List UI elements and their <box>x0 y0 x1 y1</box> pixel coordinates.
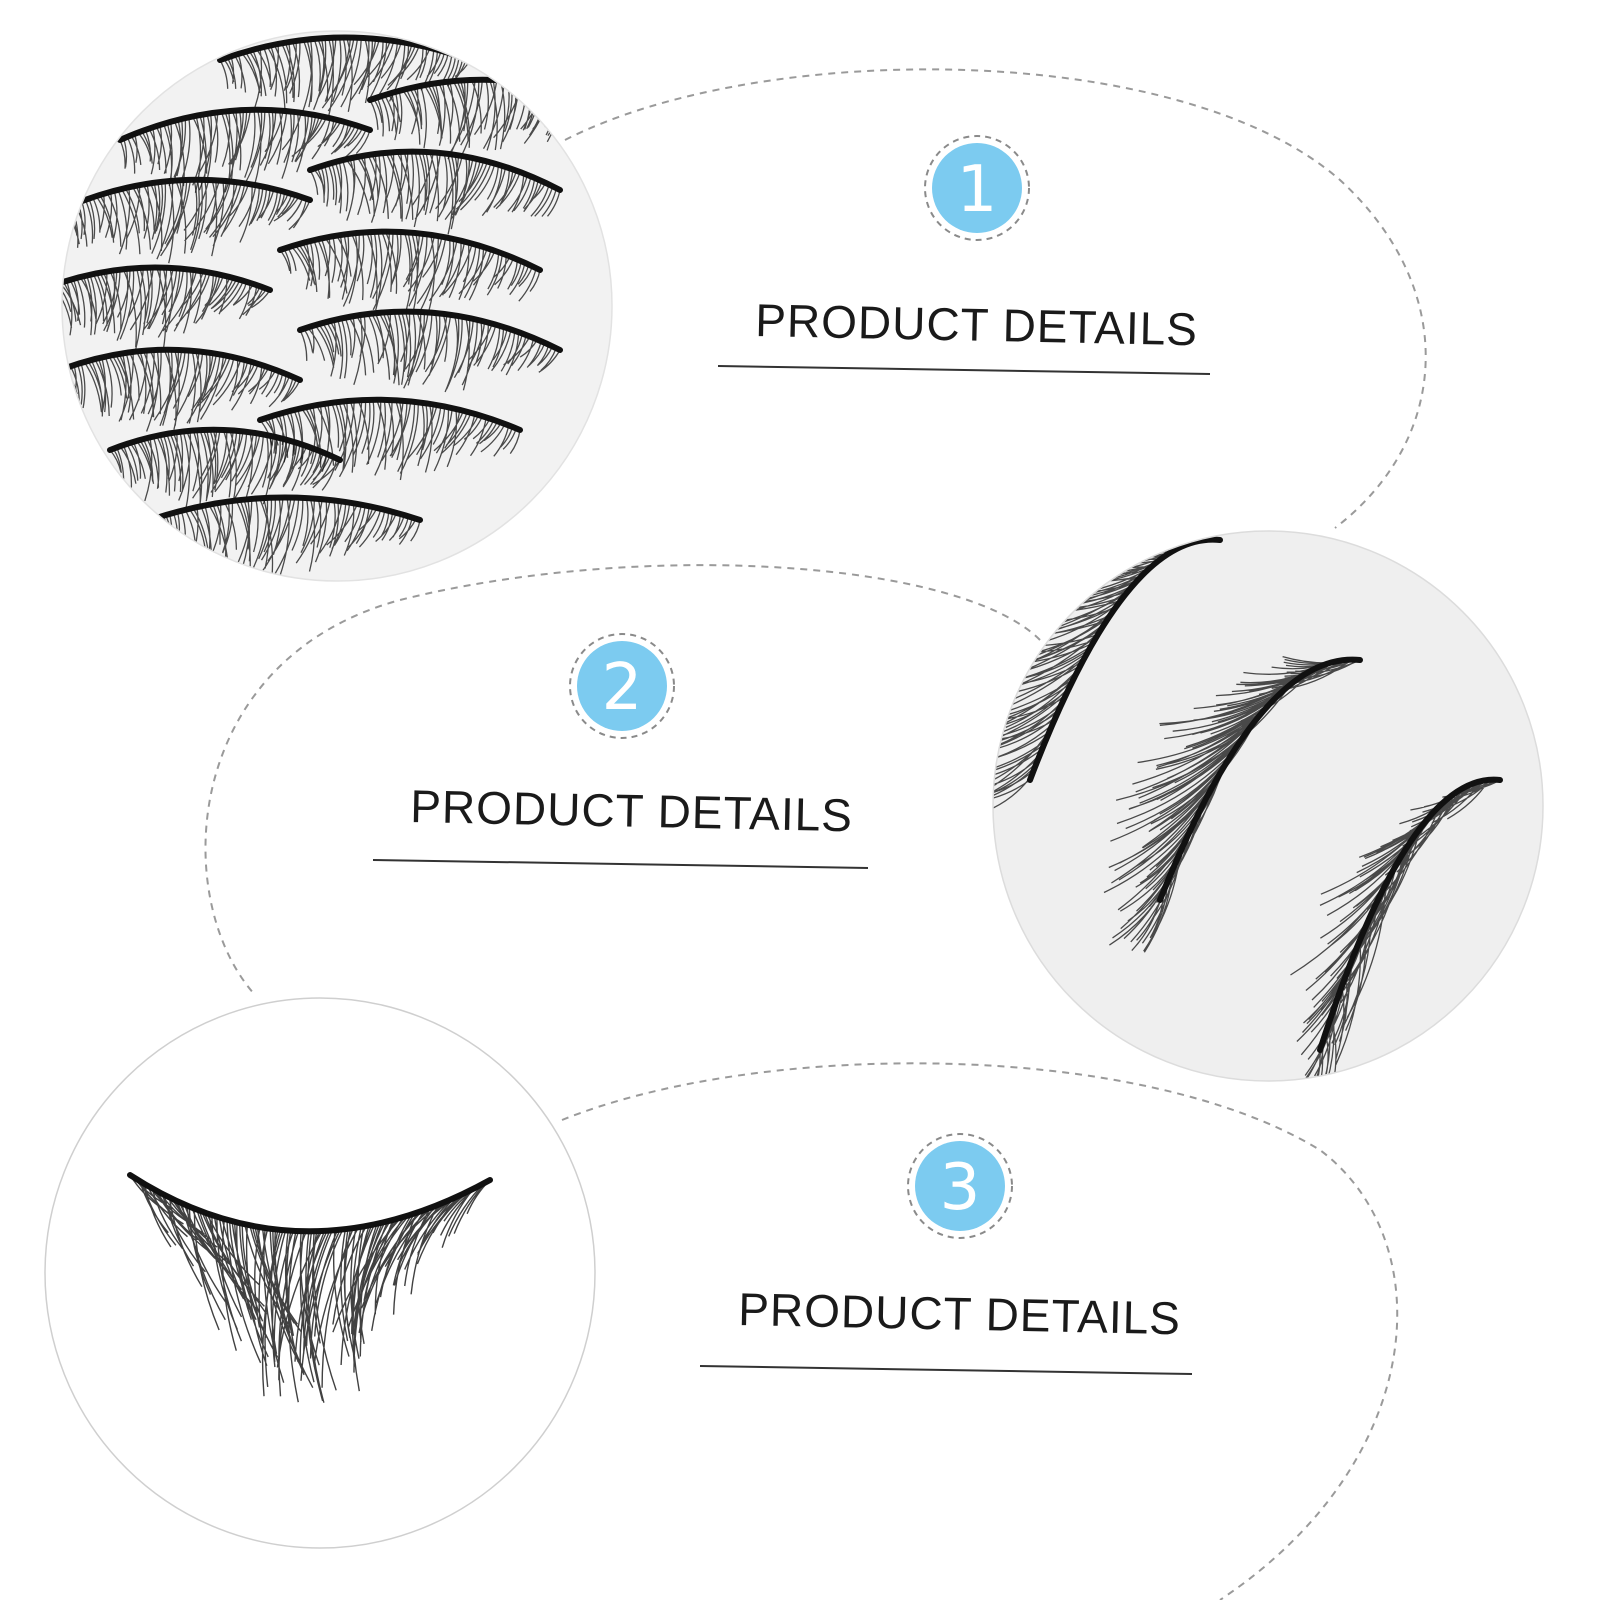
section-1: 1 PRODUCT DETAILS <box>717 135 1211 375</box>
dashed-connector-lines <box>204 68 1427 1600</box>
section-title-2: PRODUCT DETAILS <box>410 780 854 841</box>
number-badge-1: 1 <box>924 135 1030 241</box>
number-badge-3: 3 <box>907 1133 1013 1239</box>
single-lash-photo <box>44 997 596 1549</box>
title-rule-3 <box>699 1365 1193 1375</box>
dashed-curve-2 <box>204 564 1041 996</box>
section-title-3: PRODUCT DETAILS <box>738 1283 1182 1344</box>
lash-strips <box>993 531 1503 1081</box>
lash-strip <box>127 1172 493 1403</box>
section-2: 2 PRODUCT DETAILS <box>372 633 869 869</box>
badge-number-2: 2 <box>602 651 643 725</box>
lash-strips <box>62 34 612 579</box>
number-badge-2: 2 <box>569 633 675 739</box>
dashed-curve-1 <box>564 68 1427 529</box>
title-rule-2 <box>372 859 869 869</box>
dashed-curve-3 <box>561 1062 1399 1600</box>
lash-closeup-photo <box>992 530 1544 1082</box>
section-title-1: PRODUCT DETAILS <box>755 294 1199 355</box>
badge-number-1: 1 <box>957 153 998 227</box>
badge-number-3: 3 <box>940 1151 981 1225</box>
section-3: 3 PRODUCT DETAILS <box>699 1133 1193 1375</box>
title-rule-1 <box>717 365 1211 375</box>
lash-tray-photo <box>61 30 613 582</box>
